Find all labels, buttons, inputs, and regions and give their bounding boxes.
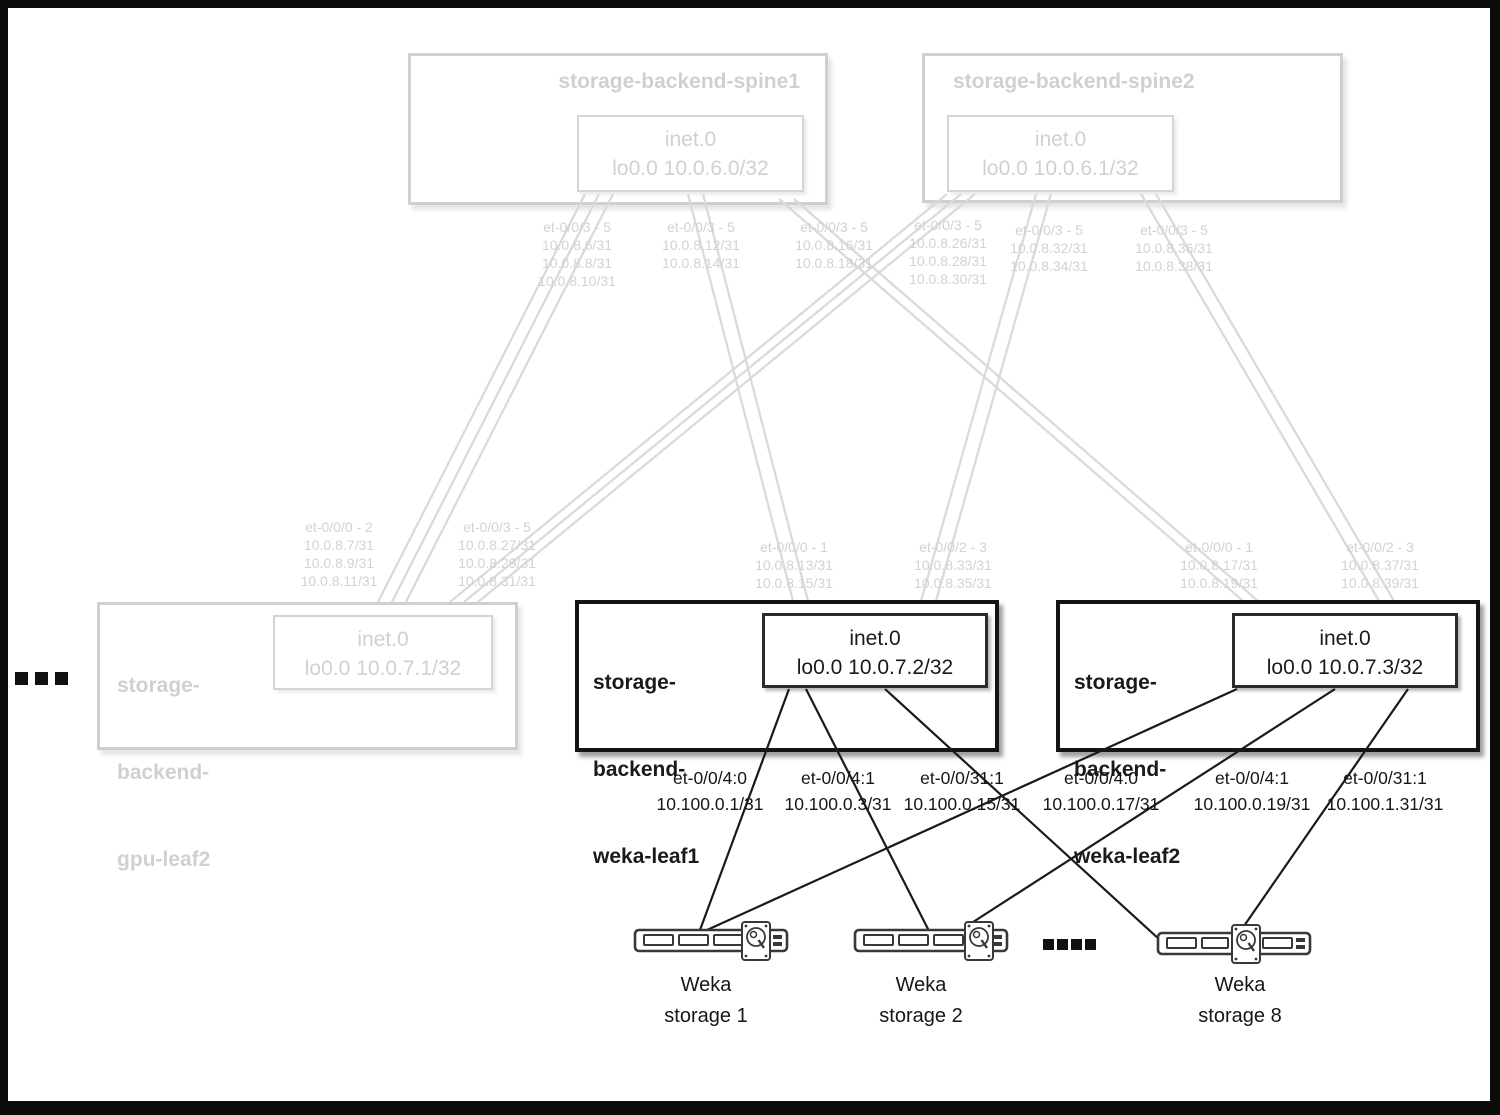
node-storage-backend-gpu-leaf2: storage- backend- gpu-leaf2 inet.0 lo0.0… xyxy=(97,602,518,871)
link-spine1-wekaleaf2-2 xyxy=(793,198,1259,602)
link-spine1-gpuleaf-3 xyxy=(404,193,615,603)
link-spine1-wekaleaf1-1 xyxy=(686,193,795,602)
link-leaf2-storage1 xyxy=(706,687,1238,932)
route-table-name: inet.0 xyxy=(664,128,717,151)
node-storage-backend-spine2: storage-backend-spine2 inet.0 lo0.0 10.0… xyxy=(922,53,1343,203)
storage-label-2: Weka storage 2 xyxy=(879,974,963,1027)
node-storage-backend-weka-leaf1: storage- backend- weka-leaf1 inet.0 lo0.… xyxy=(575,600,999,868)
link-leaf1-storage1 xyxy=(698,688,791,931)
link-spine2-gpuleaf-2 xyxy=(463,193,962,603)
storage-label-1: Weka storage 1 xyxy=(664,974,748,1027)
port-label-leaf1-storage8: et-0/0/31:1 10.100.0.15/31 xyxy=(903,768,1021,814)
route-table-box: inet.0 lo0.0 10.0.7.1/32 xyxy=(273,615,493,690)
iface-label-wekaleaf2-spine1: et-0/0/0 - 1 10.0.8.17/31 10.0.8.19/31 xyxy=(1180,539,1258,591)
port-label-leaf2-storage2: et-0/0/4:1 10.100.0.19/31 xyxy=(1193,768,1311,814)
port-label-leaf1-storage1: et-0/0/4:0 10.100.0.1/31 xyxy=(656,768,764,814)
iface-label-gpuleaf-spine2: et-0/0/3 - 5 10.0.8.27/31 10.0.8.29/31 1… xyxy=(458,519,536,589)
link-leaf1-storage8 xyxy=(884,688,1161,941)
node-title: storage- backend- gpu-leaf2 xyxy=(117,674,211,871)
iface-label-spine2-wekaleaf1: et-0/0/3 - 5 10.0.8.32/31 10.0.8.34/31 xyxy=(1010,222,1088,274)
iface-label-spine2-wekaleaf2: et-0/0/3 - 5 10.0.8.36/31 10.0.8.38/31 xyxy=(1135,222,1213,274)
storage-server-2-icon xyxy=(853,921,1009,961)
disk-icon xyxy=(1231,924,1261,964)
iface-label-wekaleaf2-spine2: et-0/0/2 - 3 10.0.8.37/31 10.0.8.39/31 xyxy=(1341,539,1419,591)
route-table-box: inet.0 lo0.0 10.0.6.1/32 xyxy=(947,115,1174,192)
link-spine1-gpuleaf-1 xyxy=(376,193,587,603)
iface-label-spine2-gpuleaf: et-0/0/3 - 5 10.0.8.26/31 10.0.8.28/31 1… xyxy=(909,217,987,287)
link-spine2-wekaleaf1-2 xyxy=(934,193,1053,602)
node-storage-backend-weka-leaf2: storage- backend- weka-leaf2 inet.0 lo0.… xyxy=(1056,600,1480,868)
port-label-leaf2-storage1: et-0/0/4:0 10.100.0.17/31 xyxy=(1042,768,1160,814)
node-storage-backend-spine1: storage-backend-spine1 inet.0 lo0.0 10.0… xyxy=(408,53,828,205)
storage-server-1-icon xyxy=(633,921,789,961)
link-spine2-gpuleaf-1 xyxy=(449,193,948,603)
route-table-name: inet.0 xyxy=(1034,128,1087,151)
node-title: storage-backend-spine2 xyxy=(953,70,1195,93)
iface-label-gpuleaf-spine1: et-0/0/0 - 2 10.0.8.7/31 10.0.8.9/31 10.… xyxy=(300,519,378,589)
iface-label-spine1-wekaleaf2: et-0/0/3 - 5 10.0.8.16/31 10.0.8.18/31 xyxy=(795,219,873,271)
loopback-address: lo0.0 10.0.7.2/32 xyxy=(796,656,954,679)
black-links xyxy=(698,687,1409,941)
link-spine2-wekaleaf2-2 xyxy=(1155,193,1395,602)
link-spine2-gpuleaf-3 xyxy=(477,193,976,603)
node-title: storage- backend- weka-leaf2 xyxy=(1074,671,1181,868)
loopback-address: lo0.0 10.0.6.0/32 xyxy=(612,157,769,180)
route-table-box: inet.0 lo0.0 10.0.6.0/32 xyxy=(577,115,804,192)
port-label-leaf1-storage2: et-0/0/4:1 10.100.0.3/31 xyxy=(784,768,892,814)
iface-label-spine1-gpuleaf: et-0/0/3 - 5 10.0.8.6/31 10.0.8.8/31 10.… xyxy=(538,219,616,289)
link-leaf2-storage8 xyxy=(1243,688,1409,927)
disk-icon xyxy=(741,921,771,961)
port-label-leaf2-storage8: et-0/0/31:1 10.100.1.31/31 xyxy=(1326,768,1444,814)
loopback-address: lo0.0 10.0.6.1/32 xyxy=(982,157,1139,180)
link-leaf2-storage2 xyxy=(969,688,1336,925)
link-leaf1-storage2 xyxy=(805,688,930,932)
loopback-address: lo0.0 10.0.7.1/32 xyxy=(304,657,462,680)
link-spine1-gpuleaf-2 xyxy=(390,193,601,603)
link-spine2-wekaleaf1-1 xyxy=(919,193,1038,602)
storage-label-8: Weka storage 8 xyxy=(1198,974,1282,1027)
more-leaf-nodes-ellipsis-icon xyxy=(15,672,75,685)
route-table-name: inet.0 xyxy=(357,628,409,651)
link-spine1-wekaleaf1-2 xyxy=(701,193,810,602)
route-table-box: inet.0 lo0.0 10.0.7.2/32 xyxy=(762,613,988,688)
route-table-name: inet.0 xyxy=(849,627,901,650)
node-title: storage-backend-spine1 xyxy=(558,70,800,93)
more-storage-nodes-ellipsis-icon xyxy=(1043,939,1099,950)
route-table-box: inet.0 lo0.0 10.0.7.3/32 xyxy=(1232,613,1458,688)
node-title: storage- backend- weka-leaf1 xyxy=(593,671,700,868)
gray-links xyxy=(376,193,1395,603)
iface-label-wekaleaf1-spine1: et-0/0/0 - 1 10.0.8.13/31 10.0.8.15/31 xyxy=(755,539,833,591)
route-table-name: inet.0 xyxy=(1319,627,1371,650)
storage-server-8-icon xyxy=(1156,924,1312,964)
link-spine1-wekaleaf2-1 xyxy=(778,198,1244,602)
loopback-address: lo0.0 10.0.7.3/32 xyxy=(1266,656,1424,679)
link-spine2-wekaleaf2-1 xyxy=(1140,193,1380,602)
iface-label-wekaleaf1-spine2: et-0/0/2 - 3 10.0.8.33/31 10.0.8.35/31 xyxy=(914,539,992,591)
disk-icon xyxy=(964,921,994,961)
iface-label-spine1-wekaleaf1: et-0/0/3 - 5 10.0.8.12/31 10.0.8.14/31 xyxy=(662,219,740,271)
